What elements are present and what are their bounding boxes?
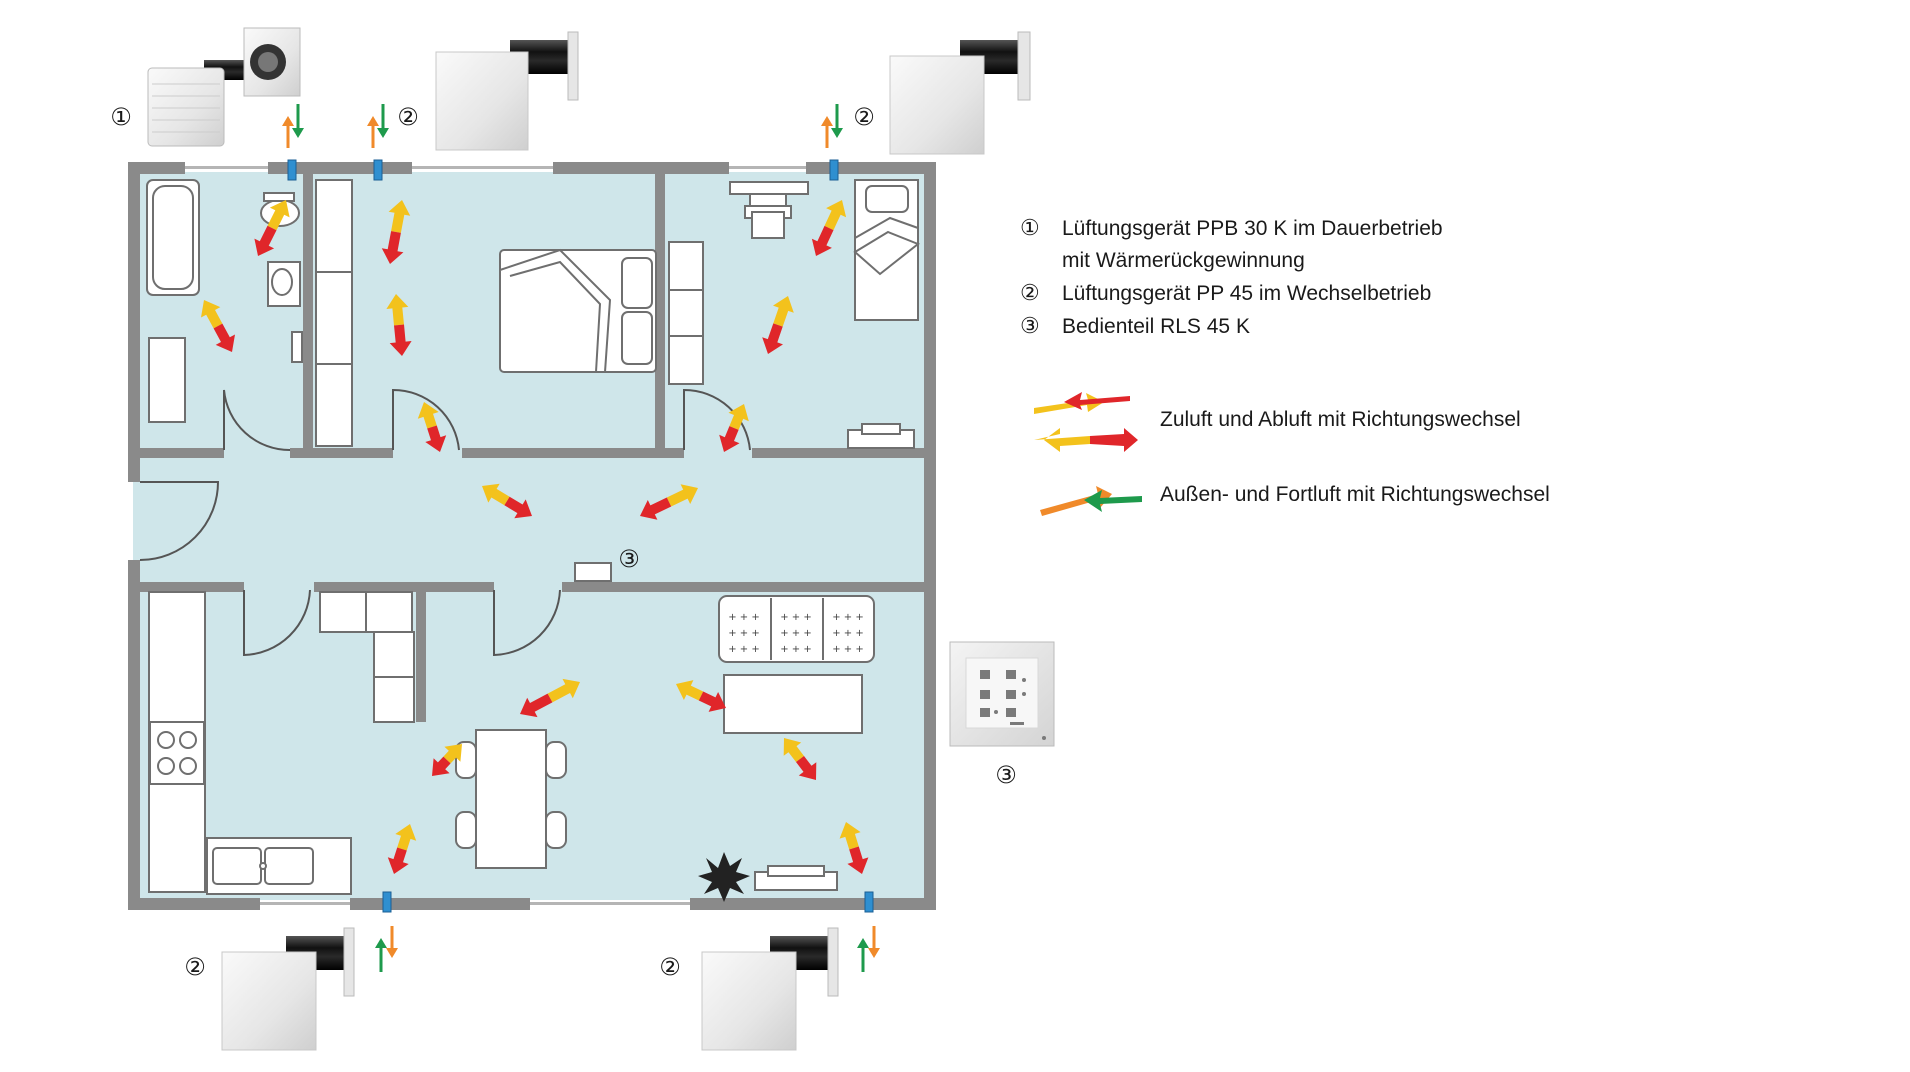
airflow-arrow [482, 483, 532, 519]
svg-text:+ + +: + + + [728, 612, 760, 623]
legend-supply-exhaust-label: Zuluft und Abluft mit Richtungswechsel [1160, 408, 1521, 431]
legend-outdoor-icon [1040, 486, 1142, 516]
airflow-arrow [640, 484, 698, 520]
vent-openings [287, 159, 874, 913]
doors [139, 388, 751, 657]
marker-device-2-top-a: ② [397, 103, 419, 131]
svg-text:+ + +: + + + [728, 628, 760, 639]
marker-device-2-bottom-b: ② [659, 953, 681, 981]
marker-device-2-bottom-a: ② [184, 953, 206, 981]
svg-text:+ + +: + + + [832, 644, 864, 655]
svg-text:+ + +: + + + [832, 628, 864, 639]
legend-text-2: Lüftungsgerät PP 45 im Wechselbetrieb [1062, 282, 1432, 305]
legend-number-2: ② [1020, 280, 1040, 305]
airflow-arrow [783, 738, 817, 780]
controller-rls45-photo [949, 641, 1055, 747]
airflow-arrow [762, 296, 794, 354]
airflow-arrow [719, 404, 749, 452]
legend-item-1: ① Lüftungsgerät PPB 30 K im Dauerbetrieb [1020, 212, 1443, 245]
airflow-arrow [201, 300, 235, 352]
airflow-arrow [387, 824, 417, 874]
airflow-arrow [676, 680, 726, 712]
legend-text-3: Bedienteil RLS 45 K [1062, 315, 1250, 338]
legend-text-1: Lüftungsgerät PPB 30 K im Dauerbetrieb [1062, 217, 1443, 240]
airflow-arrow [386, 294, 412, 356]
svg-text:+ + +: + + + [780, 612, 812, 623]
device-pp45-bottom-a [221, 927, 355, 1051]
svg-text:+ + +: + + + [780, 644, 812, 655]
marker-controller-3-photo: ③ [995, 761, 1017, 789]
airflow-arrow [432, 744, 462, 776]
sofa-pattern: + + + + + + + + + + + + + + + + + + + + + + +… [728, 612, 864, 655]
legend-item-3: ③ Bedienteil RLS 45 K [1020, 310, 1443, 343]
svg-text:+ + +: + + + [780, 628, 812, 639]
outdoor-arrows [282, 104, 880, 972]
airflow-arrow [520, 678, 580, 718]
airflow-arrow [254, 200, 290, 256]
marker-device-2-top-b: ② [853, 103, 875, 131]
marker-device-1: ① [110, 103, 132, 131]
device-pp45-bottom-b [701, 927, 839, 1051]
legend-outdoor-exhaust-label: Außen- und Fortluft mit Richtungswechsel [1160, 483, 1550, 506]
plant-icon [698, 852, 750, 902]
marker-controller-3: ③ [618, 545, 640, 573]
airflow-arrow [381, 200, 411, 264]
device-ppb30-top [147, 27, 301, 147]
svg-text:+ + +: + + + [832, 612, 864, 623]
svg-text:+ + +: + + + [728, 644, 760, 655]
airflow-arrow [811, 200, 847, 256]
airflow-arrow [417, 402, 447, 452]
legend-supply-icon [1034, 392, 1138, 452]
legend-number-3: ③ [1020, 313, 1040, 338]
airflow-arrows [201, 200, 869, 874]
legend-text-1-line2: mit Wärmerückgewinnung [1062, 249, 1305, 272]
device-pp45-top-b [889, 31, 1031, 155]
legend-number-1: ① [1020, 215, 1040, 240]
walls [128, 162, 936, 910]
device-pp45-top-a [435, 31, 579, 151]
furniture [146, 179, 920, 895]
device-legend: ① Lüftungsgerät PPB 30 K im Dauerbetrieb… [1020, 212, 1443, 343]
legend-item-2: ② Lüftungsgerät PP 45 im Wechselbetrieb [1020, 277, 1443, 310]
airflow-arrow [839, 822, 869, 874]
